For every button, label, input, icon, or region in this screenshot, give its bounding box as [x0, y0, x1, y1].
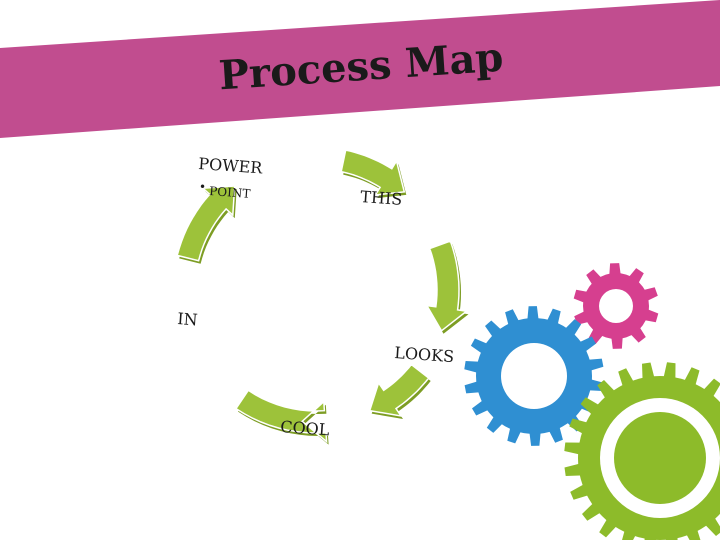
- node-sublabel-point: POINT: [209, 184, 251, 201]
- node-label-cool: COOL: [280, 417, 331, 439]
- arrow-power-to-this: [340, 149, 406, 196]
- node-label-power: POWER: [198, 154, 264, 177]
- arrow-this-to-looks: [425, 240, 469, 332]
- gear-blue-icon: [464, 306, 604, 446]
- arrow-in-to-power: [176, 185, 236, 262]
- gear-pink-icon: [573, 263, 659, 349]
- gear-green-ring-1: [614, 412, 706, 504]
- cycle-arrows: [176, 149, 469, 445]
- node-label-this: THIS: [360, 187, 403, 209]
- node-label-looks: LOOKS: [394, 343, 455, 366]
- title-banner: [0, 0, 720, 138]
- bullet-dot: •: [199, 180, 206, 194]
- arrow-looks-to-cool: [368, 363, 430, 418]
- gear-green-icon: [564, 362, 720, 540]
- gear-blue-ring-0: [501, 343, 567, 409]
- arrow-cool-to-in: [234, 389, 328, 444]
- gear-pink-ring-0: [599, 289, 633, 323]
- node-label-in: IN: [177, 309, 199, 329]
